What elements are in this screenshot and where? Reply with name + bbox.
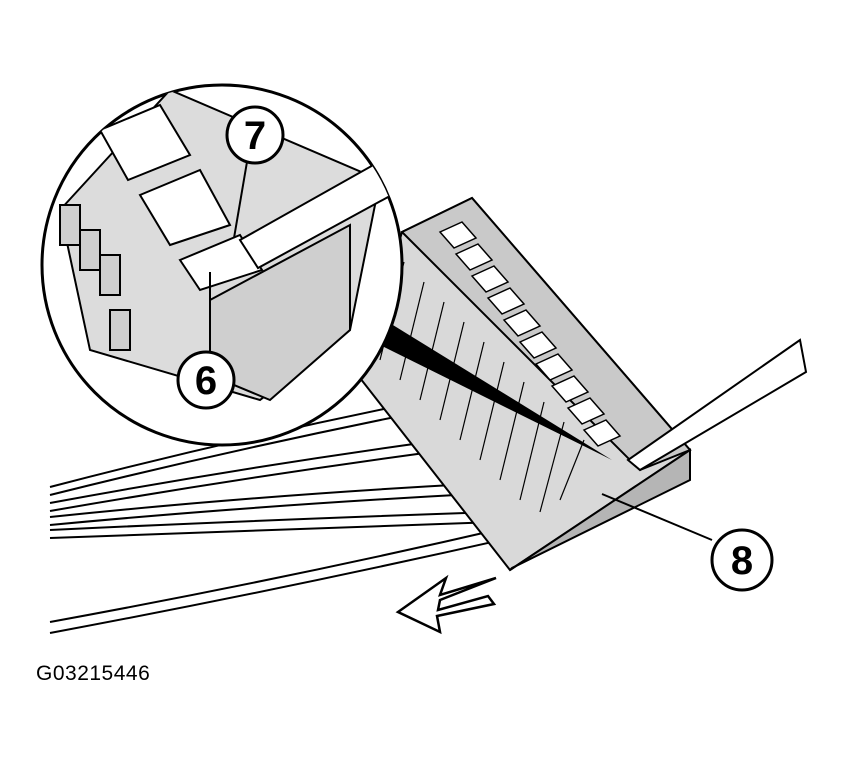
callout-7: 7 <box>225 105 285 165</box>
callout-6-label: 6 <box>195 359 217 403</box>
callout-8-label: 8 <box>731 539 753 583</box>
connector-housing <box>358 196 692 572</box>
callout-8: 8 <box>710 528 774 592</box>
wire-bundle <box>49 401 511 634</box>
magnifier-leader <box>378 322 612 460</box>
detail-magnifier <box>40 83 404 447</box>
terminal-slots <box>438 221 622 447</box>
callout-leaders <box>209 155 713 541</box>
housing-ribs <box>379 261 585 513</box>
callout-6: 6 <box>176 350 236 410</box>
screwdriver-tool-icon <box>626 338 808 472</box>
figure-id: G03215446 <box>36 662 151 685</box>
release-direction-arrow-icon <box>395 574 497 635</box>
callout-7-label: 7 <box>244 114 266 158</box>
